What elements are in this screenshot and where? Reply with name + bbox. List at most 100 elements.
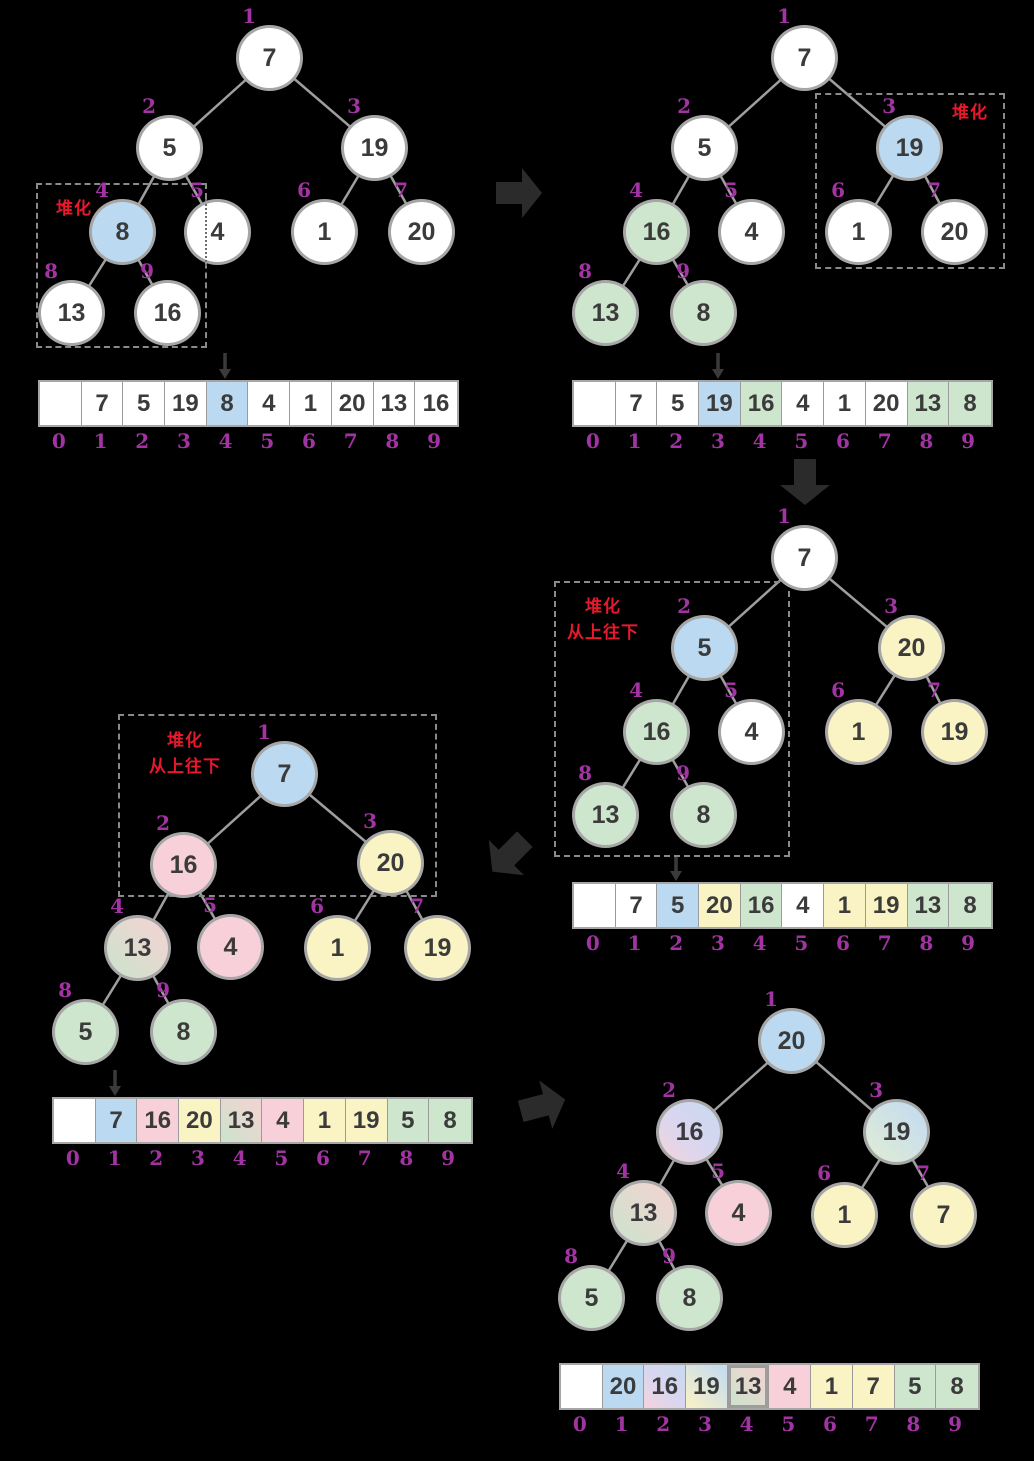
array-index-label: 1 <box>93 429 108 453</box>
node-index-label: 4 <box>95 178 109 202</box>
tree-node-16: 16 <box>150 832 217 898</box>
tree-node-19: 19 <box>921 699 988 765</box>
array-index-label: 1 <box>107 1146 122 1170</box>
node-value: 1 <box>851 217 866 246</box>
step-2-heapify-region <box>815 93 1005 269</box>
node-index-label: 4 <box>629 178 643 202</box>
tree-node-8: 8 <box>656 1265 723 1331</box>
array-cell: 7 <box>852 1365 895 1408</box>
node-index-label: 9 <box>662 1244 676 1268</box>
array-cell: 4 <box>262 1099 305 1142</box>
node-value: 7 <box>797 43 812 72</box>
array-cell: 19 <box>165 382 207 425</box>
array-cell: 7 <box>615 884 658 927</box>
arrow-step4-to-step5-icon <box>517 1080 566 1129</box>
node-index-label: 7 <box>927 678 941 702</box>
tree-node-19: 19 <box>876 115 943 181</box>
array-cell-value: 7 <box>629 891 643 919</box>
array-pointer-arrowhead-icon <box>219 369 231 379</box>
node-index-label: 1 <box>777 504 791 528</box>
step-3-heapify-region <box>554 581 790 857</box>
tree-node-8: 8 <box>150 999 217 1065</box>
array-cell-value: 1 <box>303 389 318 417</box>
array-cell-value: 20 <box>872 389 900 417</box>
array-cell: 8 <box>949 382 991 425</box>
node-index-label: 8 <box>578 761 592 785</box>
node-value: 16 <box>153 298 182 327</box>
node-index-label: 8 <box>44 259 58 283</box>
array-cell: 20 <box>865 382 908 425</box>
array-cell-value: 8 <box>963 389 977 417</box>
array-cell: 1 <box>290 382 332 425</box>
array-index-label: 6 <box>823 1412 837 1436</box>
node-index-label: 1 <box>242 4 256 28</box>
array-cell-value: 13 <box>227 1106 255 1134</box>
arrow-step1-to-step2-icon <box>496 168 542 218</box>
node-value: 16 <box>642 217 671 246</box>
array-cell: 8 <box>936 1365 978 1408</box>
node-index-label: 8 <box>578 259 592 283</box>
tree-node-13: 13 <box>104 915 171 981</box>
tree-node-1: 1 <box>304 915 371 981</box>
array-cell-value: 16 <box>651 1372 679 1400</box>
array-cell: 19 <box>865 884 908 927</box>
node-index-label: 6 <box>817 1161 831 1185</box>
node-index-label: 2 <box>156 811 170 835</box>
array-index-label: 7 <box>877 931 892 955</box>
array-cell: 20 <box>331 382 374 425</box>
node-index-label: 5 <box>190 178 204 202</box>
tree-node-13: 13 <box>572 782 639 848</box>
node-value: 1 <box>330 933 345 962</box>
node-index-label: 4 <box>110 894 124 918</box>
node-index-label: 3 <box>363 809 377 833</box>
array-index-label: 3 <box>190 1146 205 1170</box>
array-index-label: 2 <box>149 1146 164 1170</box>
heapify-label-line: 从上往下 <box>149 756 221 776</box>
array-cell: 5 <box>387 1099 430 1142</box>
array-cell-value: 20 <box>706 891 733 919</box>
array-index-label: 9 <box>961 931 975 955</box>
array-index-label: 4 <box>739 1412 754 1436</box>
array-cell-value: 19 <box>706 389 733 417</box>
array-index-label: 9 <box>441 1146 455 1170</box>
tree-node-7: 7 <box>771 525 838 591</box>
array-cell <box>40 382 82 425</box>
array-cell-value: 16 <box>747 891 775 919</box>
array-cell: 7 <box>615 382 658 425</box>
tree-node-8: 8 <box>670 782 737 848</box>
array-cell-value: 20 <box>609 1372 637 1400</box>
tree-node-4: 4 <box>718 699 785 765</box>
node-index-label: 9 <box>156 978 170 1002</box>
array-cell: 13 <box>907 884 950 927</box>
arrow-step3-to-step4-icon <box>488 831 533 876</box>
array-index-label: 7 <box>357 1146 372 1170</box>
array-cell-value: 19 <box>352 1106 380 1134</box>
array-index-label: 6 <box>836 429 850 453</box>
array-cell: 16 <box>137 1099 180 1142</box>
array-cell-value: 5 <box>137 389 151 417</box>
tree-node-16: 16 <box>623 199 690 265</box>
array-index-label: 3 <box>710 931 725 955</box>
array-cell-value: 19 <box>872 891 900 919</box>
array-cell-value: 8 <box>963 891 977 919</box>
array-cell-value: 8 <box>443 1106 457 1134</box>
array-cell: 4 <box>769 1365 812 1408</box>
step-4-heapify-label: 堆化从上往下 <box>140 728 230 779</box>
node-value: 4 <box>223 932 238 961</box>
node-index-label: 5 <box>203 893 217 917</box>
array-index-label: 4 <box>752 429 767 453</box>
node-value: 7 <box>277 759 292 788</box>
dashed-region-edge-overlay <box>205 199 207 266</box>
array-index-label: 1 <box>627 429 642 453</box>
array-cell-value: 20 <box>186 1106 213 1134</box>
node-value: 1 <box>317 217 332 246</box>
array-cell: 16 <box>644 1365 687 1408</box>
step-1-heapify-label: 堆化 <box>44 196 104 222</box>
array-cell-value: 19 <box>693 1372 720 1400</box>
array-cell: 5 <box>123 382 166 425</box>
node-value: 4 <box>731 1198 746 1227</box>
